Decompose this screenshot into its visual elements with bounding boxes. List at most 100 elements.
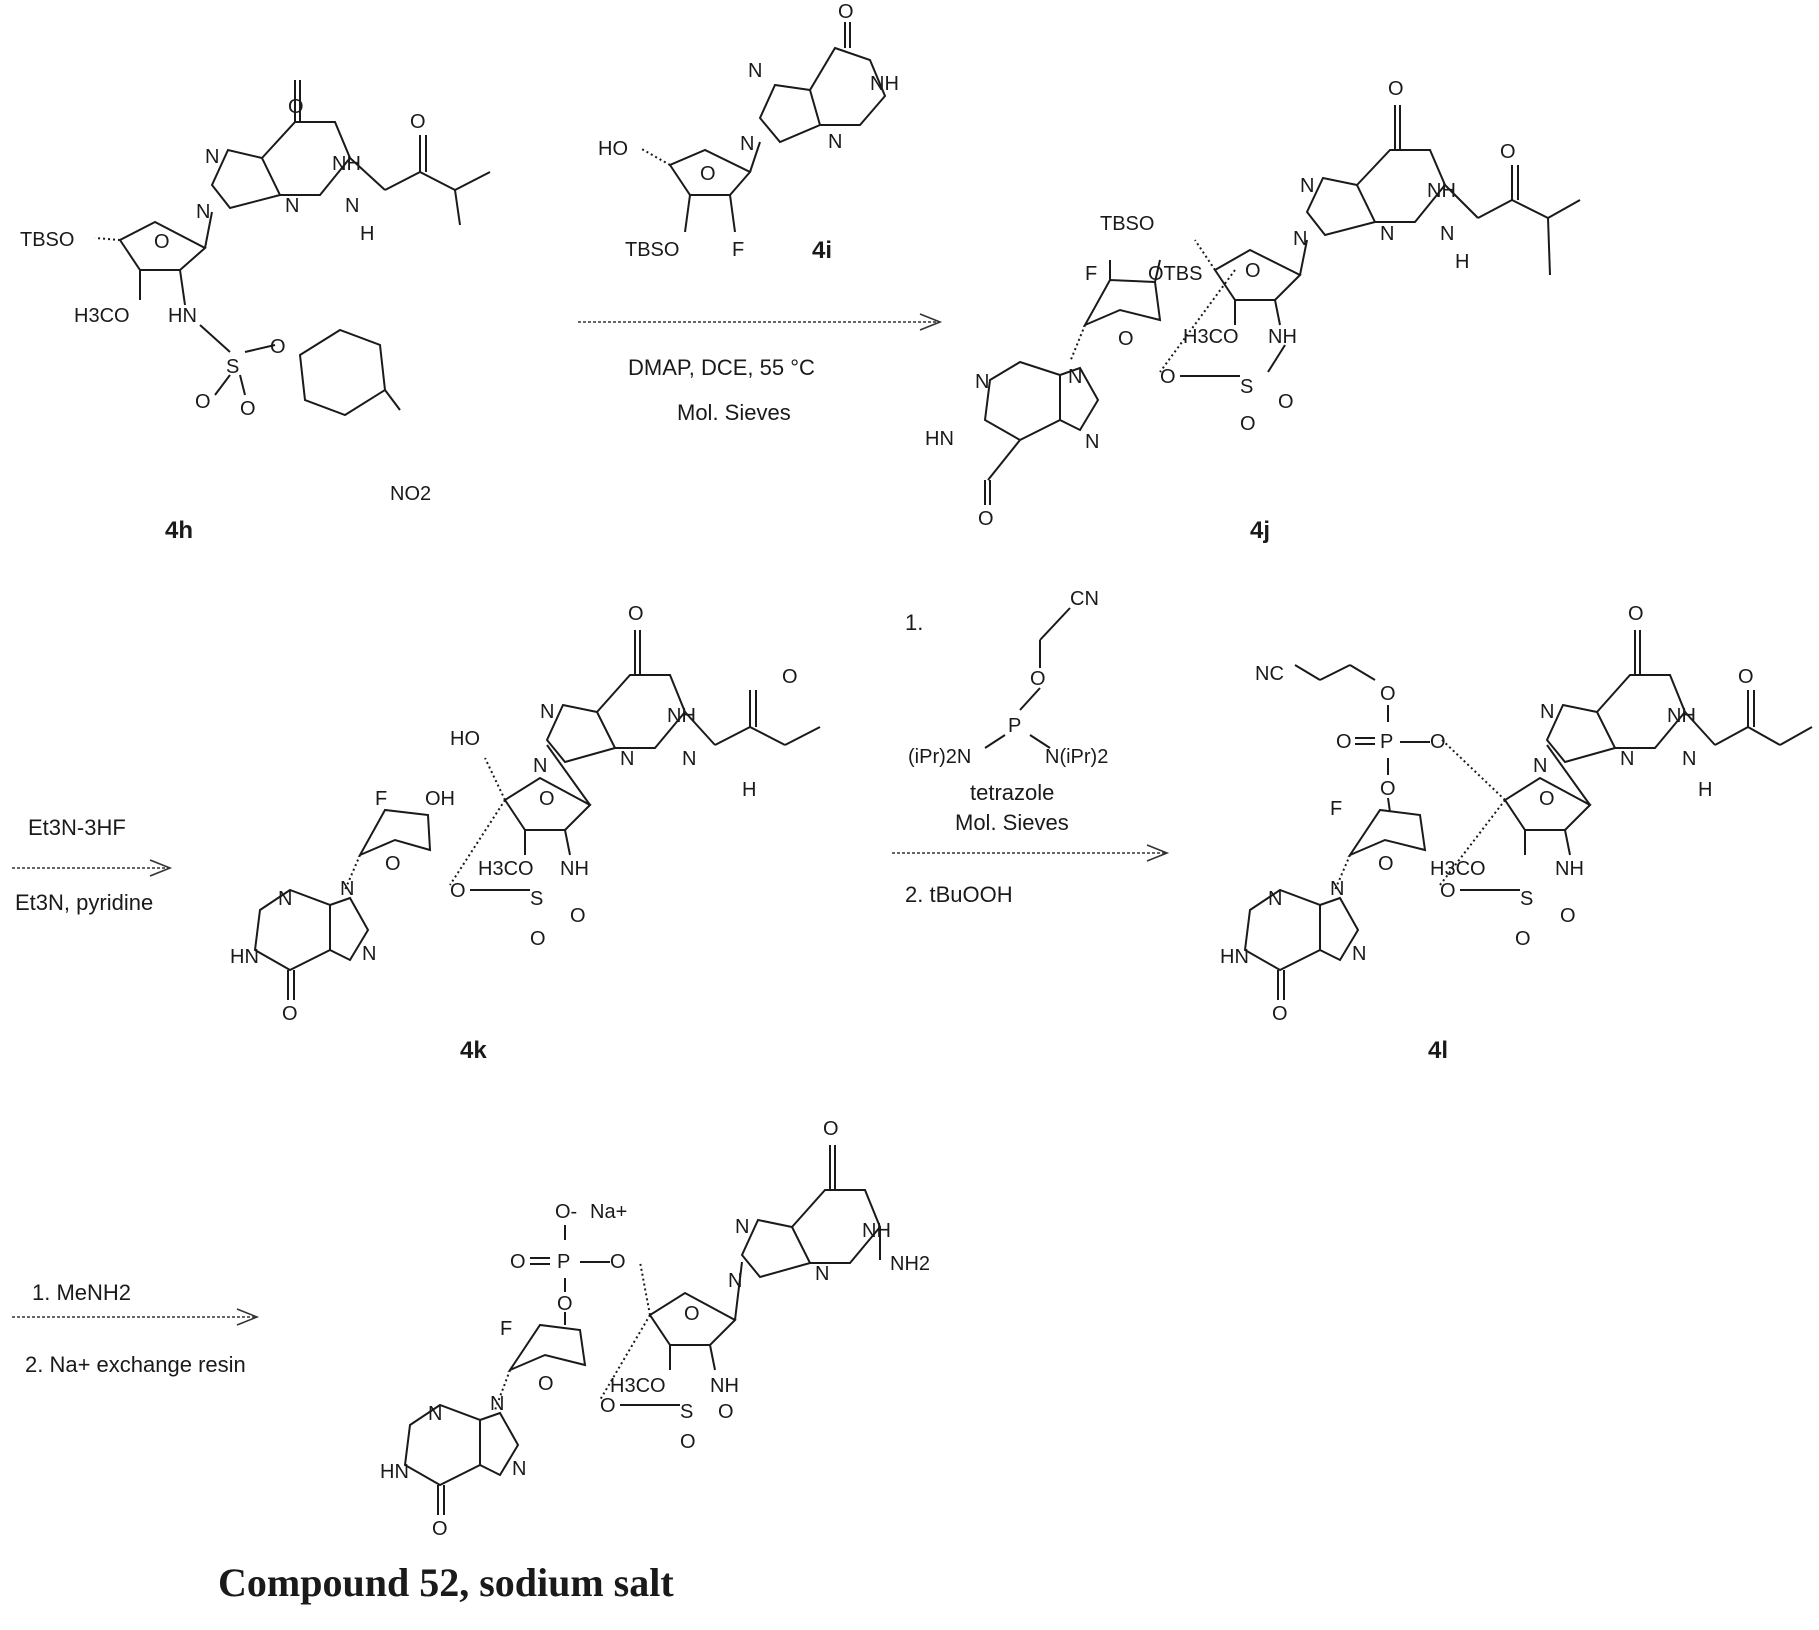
atom-label: NH — [667, 705, 696, 727]
compound-label-4j: 4j — [1250, 517, 1270, 544]
atom-label: N — [512, 1458, 526, 1480]
atom-label: H3CO — [74, 305, 130, 327]
condition-text: Mol. Sieves — [955, 810, 1069, 835]
atom-label: N — [1533, 755, 1547, 777]
compound-label-4l: 4l — [1428, 1037, 1448, 1064]
atom-label: O — [557, 1293, 573, 1315]
atom-label: N — [196, 201, 210, 223]
atom-label: H3CO — [1183, 326, 1239, 348]
atom-label: HN — [230, 946, 259, 968]
atom-label: O — [1539, 788, 1555, 810]
compound-label-final: Compound 52, sodium salt — [218, 1560, 674, 1605]
atom-label: O — [718, 1401, 734, 1423]
atom-label: P — [557, 1251, 570, 1273]
atom-label: O — [1515, 928, 1531, 950]
atom-label: F — [1085, 263, 1097, 285]
atom-label: N — [728, 1270, 742, 1292]
atom-label: O — [538, 1373, 554, 1395]
atom-label: O — [1628, 603, 1644, 625]
atom-label: O — [410, 111, 426, 133]
atom-label: NH — [710, 1375, 739, 1397]
atom-label: O — [270, 336, 286, 358]
atom-label: O — [1272, 1003, 1288, 1025]
atom-label: O — [1738, 666, 1754, 688]
atom-label: N — [1352, 943, 1366, 965]
atom-label: S — [1520, 888, 1533, 910]
atom-label: TBSO — [1100, 213, 1154, 235]
atom-label: H — [742, 779, 756, 801]
atom-label: O — [1118, 328, 1134, 350]
atom-label: HN — [925, 428, 954, 450]
atom-label: O — [1245, 260, 1261, 282]
atom-label: F — [1330, 798, 1342, 820]
atom-label: HO — [598, 138, 628, 160]
atom-label: N — [748, 60, 762, 82]
atom-label: N — [682, 748, 696, 770]
compound-label-4k: 4k — [460, 1037, 487, 1064]
atom-label: N — [1085, 431, 1099, 453]
atom-label: O — [1380, 683, 1396, 705]
atom-label: O — [1430, 731, 1446, 753]
atom-label: NO2 — [390, 483, 431, 505]
phosphoramidite-reagent: CN O P (iPr)2N N(iPr)2 — [908, 588, 1108, 768]
atom-label: NH — [332, 153, 361, 175]
atom-label: F — [375, 788, 387, 810]
atom-label: NC — [1255, 663, 1284, 685]
atom-label: N — [1440, 223, 1454, 245]
atom-label: O — [782, 666, 798, 688]
atom-label: N — [975, 371, 989, 393]
atom-label: N — [205, 146, 219, 168]
atom-label: O — [1160, 366, 1176, 388]
atom-label: H — [1455, 251, 1469, 273]
atom-label: N — [1068, 366, 1082, 388]
condition-text: Mol. Sieves — [677, 400, 791, 425]
atom-label: NH — [560, 858, 589, 880]
atom-label: NH — [1268, 326, 1297, 348]
atom-label: O — [1278, 391, 1294, 413]
condition-text: 1. MeNH2 — [32, 1280, 131, 1305]
atom-label: O — [1388, 78, 1404, 100]
atom-label: N — [815, 1263, 829, 1285]
compound-4k-structure: O N NH N N N H O HO O H3CO NH F OH O O S… — [230, 603, 820, 1025]
atom-label: N — [1540, 701, 1554, 723]
atom-label: O — [1380, 778, 1396, 800]
atom-label: N — [533, 755, 547, 777]
atom-label: O — [240, 398, 256, 420]
compound-label-4i: 4i — [812, 237, 832, 264]
atom-label: O — [288, 96, 304, 118]
atom-label: N — [1300, 175, 1314, 197]
atom-label: HN — [380, 1461, 409, 1483]
atom-label: HO — [450, 728, 480, 750]
atom-label: O — [700, 163, 716, 185]
atom-label: (iPr)2N — [908, 746, 971, 768]
atom-label: TBSO — [625, 239, 679, 261]
atom-label: H3CO — [478, 858, 534, 880]
compound-4i-structure: O N NH N N HO O TBSO F — [598, 1, 899, 261]
atom-label: N — [740, 133, 754, 155]
atom-label: N — [1330, 878, 1344, 900]
compound-4l-structure: O N NH N N N H O NC O O P O O O H3CO NH … — [1220, 603, 1812, 1025]
atom-label: S — [226, 356, 239, 378]
atom-label: NH — [870, 73, 899, 95]
atom-label: H — [360, 223, 374, 245]
atom-label: TBSO — [20, 229, 74, 251]
atom-label: O — [510, 1251, 526, 1273]
atom-label: Na+ — [590, 1201, 627, 1223]
atom-label: O — [838, 1, 854, 23]
atom-label: HN — [168, 305, 197, 327]
atom-label: N — [362, 943, 376, 965]
condition-text: 2. tBuOOH — [905, 882, 1013, 907]
atom-label: N — [278, 888, 292, 910]
atom-label: O — [195, 391, 211, 413]
condition-text: tetrazole — [970, 780, 1054, 805]
atom-label: O — [1500, 141, 1516, 163]
atom-label: O — [600, 1395, 616, 1417]
atom-label: O — [628, 603, 644, 625]
atom-label: N — [345, 195, 359, 217]
compound-label-4h: 4h — [165, 517, 193, 544]
atom-label: N — [540, 701, 554, 723]
atom-label: O — [1336, 731, 1352, 753]
atom-label: O — [610, 1251, 626, 1273]
compound-52-structure: O N NH N N NH2 O- Na+ O P O O O H3CO NH … — [380, 1118, 930, 1540]
compound-4j-structure: O N NH N N N H O TBSO O H3CO NH F OTBS O… — [925, 78, 1580, 530]
